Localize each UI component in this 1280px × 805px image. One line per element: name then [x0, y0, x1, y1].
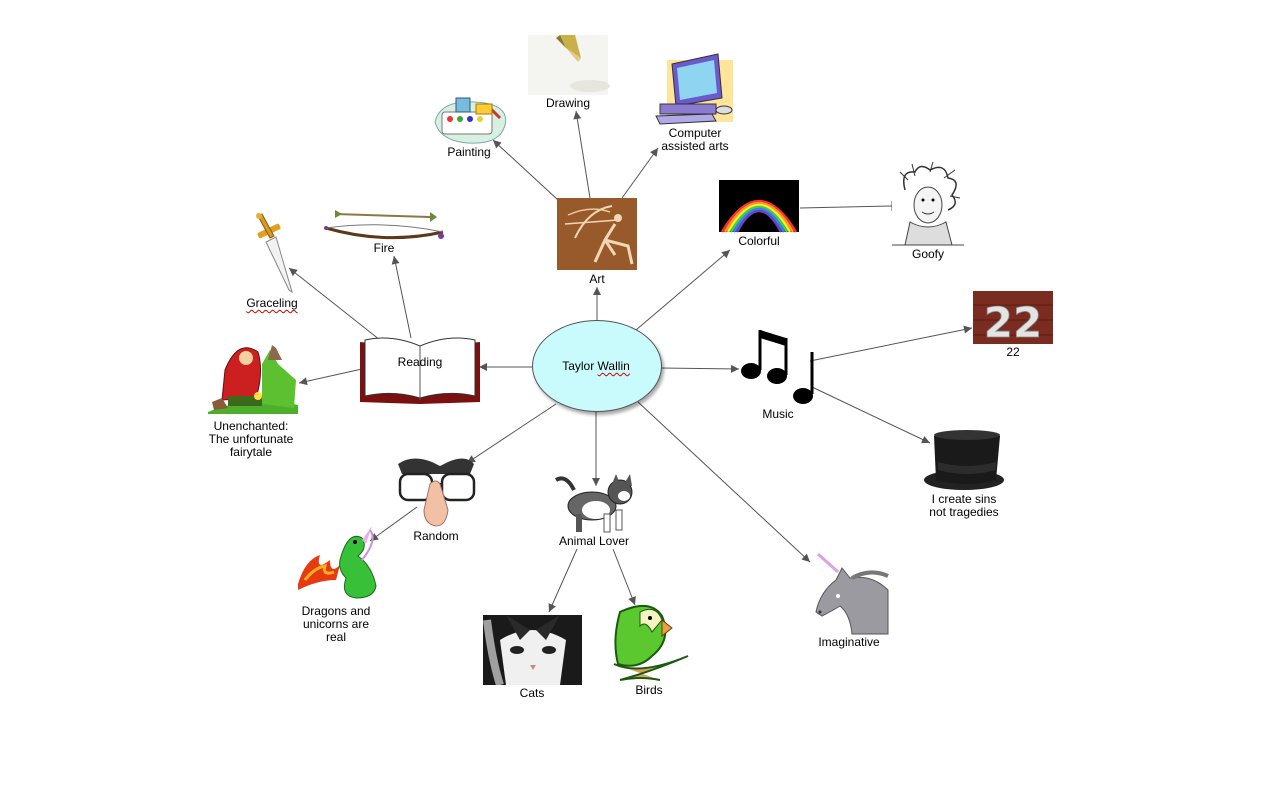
link-central-colorful: [635, 249, 731, 331]
node-label-fire[interactable]: Fire: [373, 241, 395, 255]
link-art-painting: [492, 139, 559, 201]
node-label-random[interactable]: Random: [413, 529, 459, 543]
cat-face-icon[interactable]: [483, 615, 582, 687]
link-art-computer: [621, 147, 659, 199]
node-label-colorful[interactable]: Colorful: [738, 234, 780, 248]
central-node[interactable]: [532, 320, 662, 412]
top-hat-icon[interactable]: [924, 430, 1004, 490]
link-music-hat: [811, 386, 931, 444]
node-label-dragons-and-unicorns[interactable]: Dragons and unicorns are real: [301, 604, 371, 644]
link-central-imaginative: [637, 401, 811, 563]
archer-cave-painting-icon[interactable]: [557, 198, 637, 270]
link-central-music: [659, 364, 740, 373]
node-label-birds[interactable]: Birds: [635, 683, 663, 697]
node-label-i-create-sins[interactable]: I create sins not tragedies: [929, 492, 999, 519]
link-reading-unenchanted: [298, 368, 363, 386]
link-random-dragons: [369, 506, 418, 542]
link-music-22: [809, 325, 973, 362]
link-animal-cats: [548, 548, 578, 613]
central-node-label: Taylor Wallin: [562, 359, 630, 373]
bow-and-arrow-icon[interactable]: [324, 210, 444, 240]
link-animal-birds: [612, 548, 636, 606]
node-label-music[interactable]: Music: [762, 407, 794, 421]
number-22-sign-icon[interactable]: 22: [973, 291, 1053, 347]
pencil-icon[interactable]: [528, 35, 610, 95]
link-colorful-goofy: [799, 205, 893, 209]
node-label-cats[interactable]: Cats: [519, 686, 545, 700]
node-label-computer-assisted-arts[interactable]: Computer assisted arts: [661, 126, 729, 153]
paint-palette-icon[interactable]: [434, 97, 507, 144]
node-label-22[interactable]: 22: [1006, 345, 1020, 359]
wild-hair-man-icon[interactable]: [892, 161, 964, 246]
node-label-graceling[interactable]: Graceling: [246, 296, 298, 310]
groucho-glasses-icon[interactable]: [398, 458, 476, 527]
unicorn-icon[interactable]: [815, 552, 889, 635]
node-label-reading[interactable]: Reading: [397, 355, 443, 369]
link-art-drawing: [573, 110, 591, 199]
dagger-icon[interactable]: [256, 213, 293, 294]
green-parrot-icon[interactable]: [613, 605, 689, 681]
kitten-icon[interactable]: [554, 474, 633, 533]
red-riding-hood-icon[interactable]: [208, 345, 298, 414]
svg-text:22: 22: [984, 298, 1042, 347]
link-reading-fire: [391, 255, 412, 339]
rainbow-icon[interactable]: [719, 180, 799, 233]
open-book-icon[interactable]: [360, 337, 480, 404]
fire-breathing-dragon-icon[interactable]: [298, 526, 377, 599]
node-label-drawing[interactable]: Drawing: [545, 96, 591, 110]
node-label-imaginative[interactable]: Imaginative: [818, 635, 880, 649]
connectors: [288, 110, 973, 613]
node-label-art[interactable]: Art: [589, 272, 605, 286]
node-label-goofy[interactable]: Goofy: [911, 247, 945, 261]
link-reading-graceling: [288, 267, 381, 341]
node-label-painting[interactable]: Painting: [447, 145, 491, 159]
node-label-unenchanted[interactable]: Unenchanted: The unfortunate fairytale: [208, 419, 294, 459]
music-notes-icon[interactable]: [741, 330, 814, 404]
node-label-animal-lover[interactable]: Animal Lover: [558, 534, 630, 548]
link-central-random: [466, 403, 557, 464]
computer-icon[interactable]: [655, 53, 733, 125]
